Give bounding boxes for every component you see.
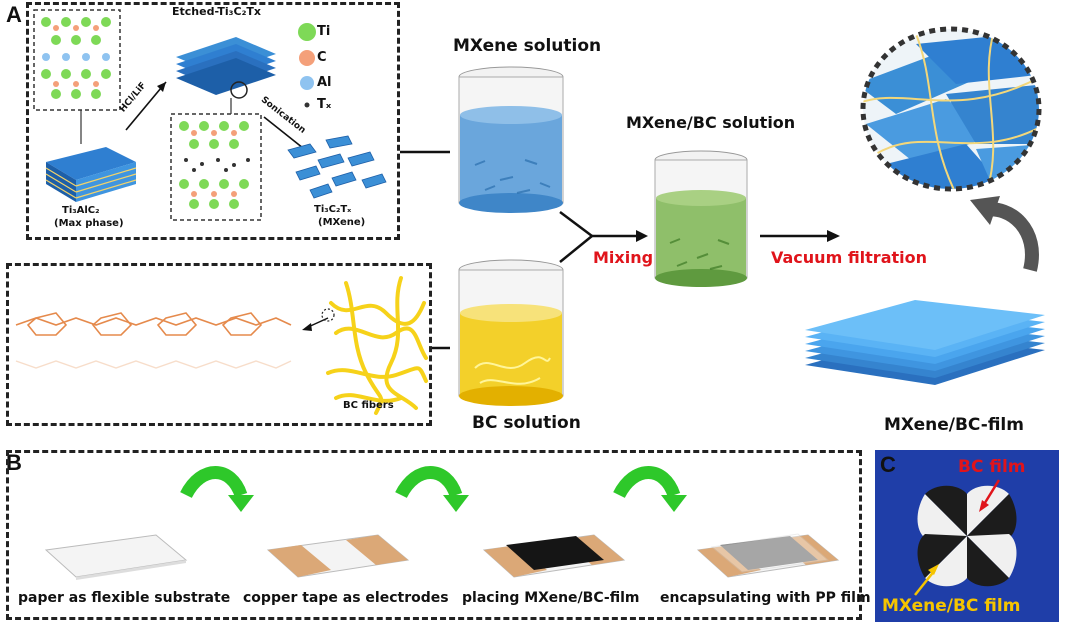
bc-illustration	[15, 276, 428, 415]
max-phase-crystal-inset	[33, 9, 121, 111]
green-arrow-1	[180, 466, 248, 499]
step-paper	[44, 534, 188, 580]
mixing-branch-top	[559, 211, 593, 237]
max-phase-lattice	[41, 17, 111, 99]
step-3-label: placing MXene/BC-film	[462, 590, 640, 606]
curved-gray-arrowhead	[970, 196, 1000, 225]
legend-al-label: Al	[317, 75, 332, 90]
bc-fibers	[326, 276, 428, 415]
mxene-name: (MXene)	[318, 217, 366, 228]
bc-film-label: BC film	[958, 457, 1026, 477]
step-2-label: copper tape as electrodes	[243, 590, 449, 606]
element-legend	[298, 23, 316, 108]
step-4-label: encapsulating with PP film	[660, 590, 871, 606]
mxene-solution-label: MXene solution	[453, 36, 602, 56]
mixing-label: Mixing	[593, 248, 654, 267]
bc-film-photo	[914, 479, 1017, 596]
etched-lattice	[179, 121, 250, 209]
al-legend-dot	[300, 76, 314, 90]
cellulose-reflection	[15, 360, 292, 369]
cellulose-chain	[15, 312, 292, 336]
panel-b-letter: B	[6, 450, 22, 475]
legend-tx-label: Tₓ	[317, 97, 332, 112]
legend-c-label: C	[317, 50, 327, 65]
mxene-beaker	[458, 66, 564, 213]
bc-beaker	[458, 259, 564, 406]
max-phase-formula: Ti₃AlC₂	[62, 205, 100, 216]
vacuum-filtration-label: Vacuum filtration	[771, 248, 928, 267]
fabrication-illustration	[44, 466, 840, 580]
legend-ti-label: Ti	[317, 24, 331, 39]
mixed-solution-label: MXene/BC solution	[626, 113, 796, 132]
green-arrows	[180, 466, 681, 499]
max-phase-name: (Max phase)	[54, 218, 124, 229]
synthesis-box	[26, 2, 400, 240]
mxene-bc-film-stack	[805, 300, 1045, 385]
bc-fibers-box	[6, 263, 432, 426]
panel-a-letter: A	[6, 2, 22, 27]
bc-fibers-label: BC fibers	[343, 400, 394, 411]
step-encapsulate	[696, 533, 840, 578]
tx-legend-dot	[304, 102, 310, 108]
film-zoom-circle	[860, 26, 1042, 192]
green-arrow-2	[395, 466, 463, 499]
c-legend-dot	[299, 50, 315, 66]
mxene-flakes	[287, 135, 387, 199]
mxene-bc-film-photo-label: MXene/BC film	[882, 596, 1021, 616]
etched-stack	[176, 37, 276, 95]
mixing-arrowhead	[636, 230, 648, 242]
step-1-label: paper as flexible substrate	[18, 590, 231, 606]
etched-crystal-inset	[170, 113, 262, 221]
step-film	[482, 534, 626, 578]
mixing-branch-bottom	[559, 235, 593, 263]
filtration-arrowhead	[827, 230, 840, 242]
step-copper	[266, 534, 410, 578]
green-arrow-3	[613, 466, 681, 499]
film-label: MXene/BC-film	[884, 415, 1024, 435]
synthesis-illustration	[33, 9, 387, 221]
mixed-beaker	[654, 150, 748, 287]
mxene-formula: Ti₃C₂Tₓ	[314, 204, 352, 215]
device-fabrication-box	[6, 450, 862, 620]
clover-films	[917, 485, 1017, 587]
bc-solution-label: BC solution	[472, 413, 581, 433]
ti-legend-dot	[298, 23, 316, 41]
etched-label: Etched-Ti₃C₂Tx	[172, 5, 261, 18]
panel-c-letter: C	[880, 452, 896, 477]
max-phase-stack	[45, 147, 137, 202]
